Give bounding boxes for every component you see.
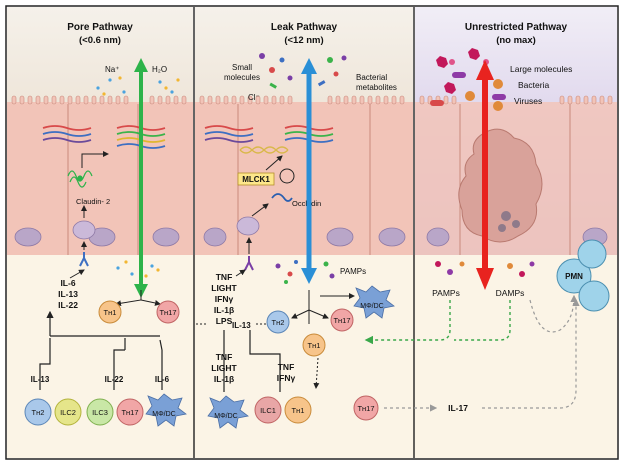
pore-lumen xyxy=(7,7,193,102)
leak-th2-label: Tʜ2 xyxy=(272,318,285,327)
leak-th1-bottom-label: Tʜ1 xyxy=(292,406,305,415)
pore-il13-label: IL-13 xyxy=(31,375,50,384)
mlck1-box xyxy=(237,172,275,186)
pore-receptor-icon xyxy=(79,252,89,267)
damaged-cell xyxy=(458,128,543,243)
claudin2-label: Claudin- 2 xyxy=(76,197,110,206)
pore-arrow-head-up xyxy=(134,58,148,72)
leak-cytokine-3: IFNγ xyxy=(215,294,234,304)
leak-mono-cytokine-3: IL-1β xyxy=(214,374,234,384)
pore-ilc2-cell xyxy=(54,398,82,426)
leak-receptor-icon xyxy=(244,256,254,271)
pore-mdc-label: MΦ/DC xyxy=(152,411,175,418)
unrestricted-title: Unrestricted Pathway xyxy=(465,22,568,33)
pore-ilc3-label: ILC3 xyxy=(92,408,108,417)
leak-vesicle xyxy=(236,216,260,236)
leak-cytokine-5: LPS xyxy=(216,316,233,326)
damps-label: DAMPs xyxy=(496,288,525,298)
pore-mdc-cell xyxy=(145,393,187,427)
pmn-cell-1 xyxy=(556,258,592,294)
pmn-label: PMN xyxy=(565,272,583,281)
unr-pamps-label: PAMPs xyxy=(432,288,460,298)
leak-pamps-label: PAMPs xyxy=(340,267,366,276)
pore-title: Pore Pathway xyxy=(67,22,133,33)
leak-il13-label: IL-13 xyxy=(232,321,251,330)
leak-th17-label: Tʜ17 xyxy=(333,316,350,325)
pore-th17-label: Tʜ17 xyxy=(159,308,176,317)
leak-arrow-head-up xyxy=(301,58,317,74)
leak-title: Leak Pathway xyxy=(271,22,338,33)
pore-th1-cell xyxy=(98,300,122,324)
unrestricted-arrow-head-down xyxy=(476,268,494,290)
leak-th1-label: Tʜ1 xyxy=(308,341,321,350)
occludin-cycle-icon xyxy=(279,168,295,184)
large-molecules-label: Large molecules xyxy=(510,64,572,74)
leak-ilc1-label: ILC1 xyxy=(260,406,276,415)
actin-filament-icon xyxy=(239,146,289,154)
leak-th1-bottom-cell xyxy=(284,396,312,424)
pore-th2-label: Tʜ2 xyxy=(32,408,45,417)
leak-cytokine-1: TNF xyxy=(216,272,233,282)
pore-panel: Na⁺ H₂O Claudin- 2 IL-6 xyxy=(24,58,187,427)
leak-mdc-right-label: MΦ/DC xyxy=(360,303,383,310)
pore-cytokine-3: IL-22 xyxy=(58,300,78,310)
fragmented-nucleus xyxy=(498,211,520,232)
na-label: Na⁺ xyxy=(105,65,119,74)
pore-subtitle: (<0.6 nm) xyxy=(79,35,121,46)
leak-th17-bottom-cell xyxy=(353,395,379,421)
pore-th17b-label: Tʜ17 xyxy=(121,408,138,417)
pore-vesicle xyxy=(72,220,96,240)
pore-th17b-cell xyxy=(116,398,144,426)
leak-th17-cell xyxy=(330,308,354,332)
leak-mono-cytokine-2: LIGHT xyxy=(211,363,237,373)
leak-subtitle: (<12 nm) xyxy=(284,35,323,46)
leak-cytokine-4: IL-1β xyxy=(214,305,234,315)
leak-th1-cytokine-1: TNF xyxy=(278,362,295,372)
pmn-cell-2 xyxy=(577,239,607,269)
leak-mdc-right-cell xyxy=(353,285,395,319)
pore-cytokine-1: IL-6 xyxy=(60,278,75,288)
leak-th2-cell xyxy=(266,310,290,334)
leak-mono-cytokine-1: TNF xyxy=(216,352,233,362)
pore-cytokine-2: IL-13 xyxy=(58,289,78,299)
cl-label: Cl⁻ xyxy=(248,93,260,102)
pore-th17-cell xyxy=(156,300,180,324)
pore-il22-label: IL-22 xyxy=(105,375,124,384)
bacteria-label: Bacteria xyxy=(518,80,549,90)
unrestricted-subtitle: (no max) xyxy=(496,35,536,46)
leak-th1-cytokine-2: IFNγ xyxy=(277,373,296,383)
leak-th1-cell xyxy=(302,333,326,357)
mlck1-label: MLCK1 xyxy=(242,175,270,184)
lamina-propria xyxy=(7,255,617,458)
occludin-icon xyxy=(271,193,293,202)
pamps-to-leak-arrow xyxy=(364,300,451,345)
leak-mdc-bottom-cell xyxy=(207,395,249,429)
leak-cytokine-2: LIGHT xyxy=(211,283,237,293)
leak-th17-bottom-label: Tʜ17 xyxy=(357,404,374,413)
pore-th2-cell xyxy=(24,398,52,426)
pore-ilc3-cell xyxy=(86,398,114,426)
il17-label: IL-17 xyxy=(448,403,468,413)
pore-il6-label: IL-6 xyxy=(155,375,170,384)
outer-frame xyxy=(5,5,619,460)
leak-ilc1-cell xyxy=(254,396,282,424)
leak-mdc-bottom-label: MΦ/DC xyxy=(214,413,237,420)
unrestricted-panel: Large molecules Bacteria Viruses PAMPs D… xyxy=(364,48,610,413)
h2o-label: H₂O xyxy=(152,65,167,74)
viruses-label: Viruses xyxy=(514,96,542,106)
leak-arrow-head-down xyxy=(301,268,317,284)
pmn-cell-3 xyxy=(578,280,610,312)
claudin2-icon xyxy=(67,170,93,188)
leak-lumen xyxy=(195,7,413,102)
pore-th1-label: Tʜ1 xyxy=(104,308,117,317)
unrestricted-arrow-head-up xyxy=(476,60,494,80)
pore-ilc2-label: ILC2 xyxy=(60,408,76,417)
